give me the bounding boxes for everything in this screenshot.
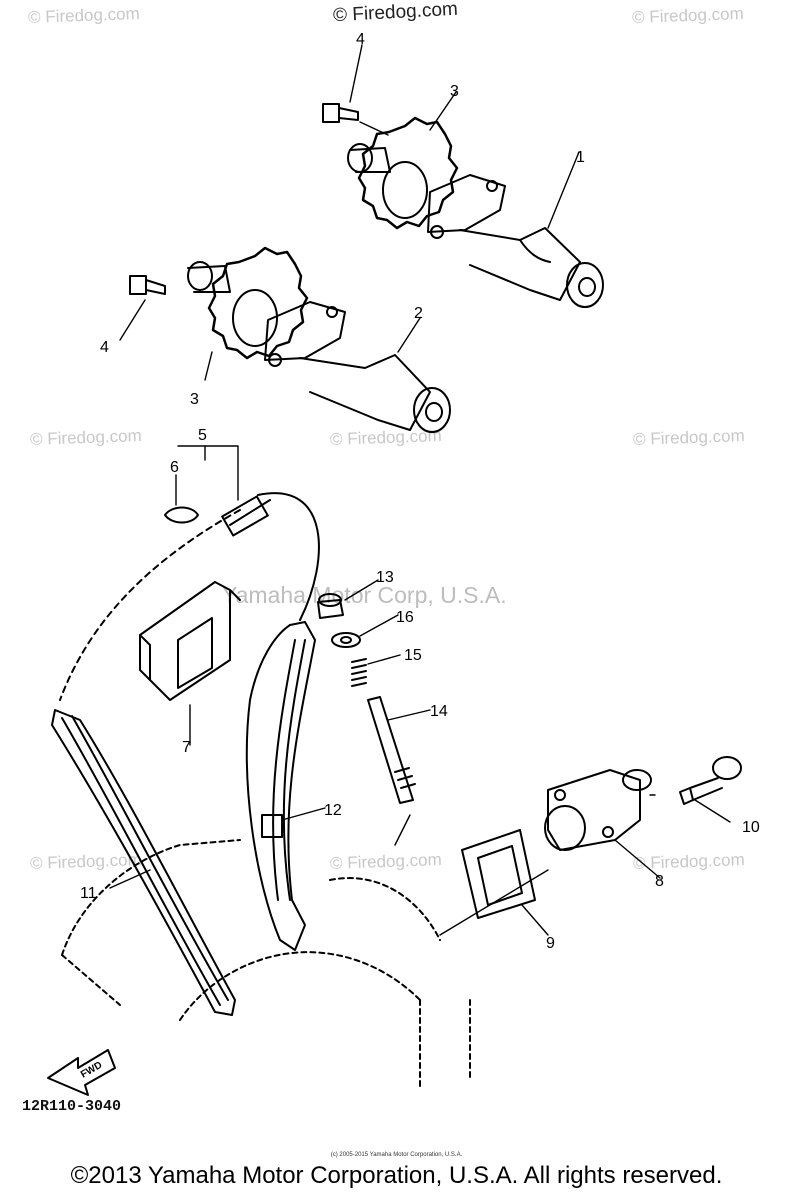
watermark-center: Yamaha Motor Corp, U.S.A. (222, 582, 507, 608)
callout-15: 15 (404, 647, 422, 664)
callout-3: 3 (190, 391, 199, 408)
callout-1: 1 (576, 149, 585, 166)
tiny-credit: (c) 2005-2015 Yamaha Motor Corporation, … (330, 1152, 463, 1158)
cam-chain (59, 492, 320, 701)
cam-sprocket-upper (357, 116, 459, 230)
camshaft-upper (347, 116, 604, 308)
fwd-label: FWD (79, 1060, 104, 1081)
callout-11: 11 (80, 885, 97, 902)
chain-guide-7 (139, 581, 241, 701)
callout-8: 8 (655, 873, 664, 890)
tensioner-stack (317, 593, 416, 804)
cylinder-outline (61, 839, 471, 1091)
gasket-9 (461, 829, 536, 919)
cam-sprocket-lower (207, 246, 309, 360)
bolt-4-lower (129, 275, 166, 295)
diagram-code: 12R110-3040 (22, 1098, 122, 1115)
leader-lines (109, 44, 731, 936)
callout-7: 7 (182, 739, 191, 756)
chain-joint-link (164, 506, 199, 524)
callout-10: 10 (742, 819, 760, 836)
footer-copyright: ©2013 Yamaha Motor Corporation, U.S.A. A… (70, 1162, 723, 1189)
callout-5: 5 (198, 427, 207, 444)
callout-16: 16 (396, 609, 414, 626)
callout-6: 6 (170, 459, 179, 476)
callout-14: 14 (430, 703, 448, 720)
callout-4: 4 (356, 31, 365, 48)
callout-2: 2 (414, 305, 423, 322)
callout-3: 3 (450, 83, 459, 100)
tensioner-body-8 (544, 769, 652, 851)
callout-12: 12 (324, 802, 342, 819)
callout-13: 13 (376, 569, 394, 586)
chain-guide-11 (51, 709, 236, 1016)
tensioner-guide-12 (245, 621, 316, 951)
callout-9: 9 (546, 935, 555, 952)
camshaft-lower (187, 246, 451, 433)
bolt-10 (679, 756, 742, 805)
callout-4: 4 (100, 339, 109, 356)
fwd-arrow-icon (47, 1049, 116, 1096)
bolt-4-upper (322, 103, 359, 123)
